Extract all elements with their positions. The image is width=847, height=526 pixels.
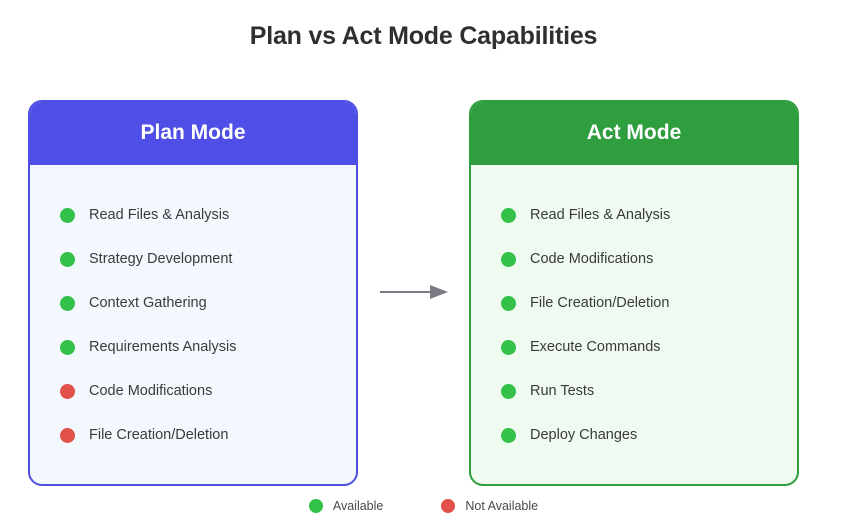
available-dot-icon — [308, 499, 323, 513]
capability-label: Execute Commands — [530, 339, 661, 355]
capability-label: Read Files & Analysis — [89, 207, 230, 223]
capability-item: Read Files & Analysis — [471, 193, 797, 237]
available-dot-icon — [60, 251, 75, 267]
legend: Available Not Available — [0, 499, 847, 513]
act-mode-title: Act Mode — [586, 121, 682, 144]
available-dot-icon — [60, 339, 75, 355]
capability-label: Requirements Analysis — [89, 339, 237, 355]
capability-label: File Creation/Deletion — [89, 427, 229, 443]
capability-item: File Creation/Deletion — [30, 413, 356, 457]
capability-item: Execute Commands — [471, 325, 797, 369]
available-dot-icon — [60, 207, 75, 223]
capability-item: File Creation/Deletion — [471, 281, 797, 325]
capability-label: Deploy Changes — [530, 427, 638, 443]
capability-item: Run Tests — [471, 369, 797, 413]
not-available-dot-icon — [60, 383, 75, 399]
plan-mode-title: Plan Mode — [140, 121, 246, 144]
not-available-dot-icon — [60, 427, 75, 443]
capability-label: File Creation/Deletion — [530, 295, 670, 311]
capability-label: Run Tests — [530, 383, 595, 399]
plan-mode-card-header: Plan Mode — [30, 102, 356, 165]
capability-label: Code Modifications — [89, 383, 213, 399]
capability-label: Code Modifications — [530, 251, 654, 267]
available-dot-icon — [501, 251, 516, 267]
capability-item: Deploy Changes — [471, 413, 797, 457]
available-dot-icon — [501, 295, 516, 311]
available-dot-icon — [501, 207, 516, 223]
legend-label: Not Available — [465, 499, 539, 513]
capability-item: Context Gathering — [30, 281, 356, 325]
capability-item: Read Files & Analysis — [30, 193, 356, 237]
capability-item: Code Modifications — [471, 237, 797, 281]
capability-item: Strategy Development — [30, 237, 356, 281]
capability-label: Strategy Development — [89, 251, 233, 267]
not-available-dot-icon — [441, 499, 456, 513]
legend-label: Available — [332, 499, 384, 513]
available-dot-icon — [501, 383, 516, 399]
legend-entry: Not Available — [441, 499, 538, 513]
capability-item: Code Modifications — [30, 369, 356, 413]
available-dot-icon — [501, 339, 516, 355]
legend-entry: Available — [308, 499, 384, 513]
available-dot-icon — [501, 427, 516, 443]
act-mode-card-header: Act Mode — [471, 102, 797, 165]
page-title: Plan vs Act Mode Capabilities — [249, 22, 598, 50]
capability-label: Read Files & Analysis — [530, 207, 671, 223]
arrow-right-icon — [380, 282, 450, 302]
capability-item: Requirements Analysis — [30, 325, 356, 369]
capability-label: Context Gathering — [89, 295, 207, 311]
available-dot-icon — [60, 295, 75, 311]
